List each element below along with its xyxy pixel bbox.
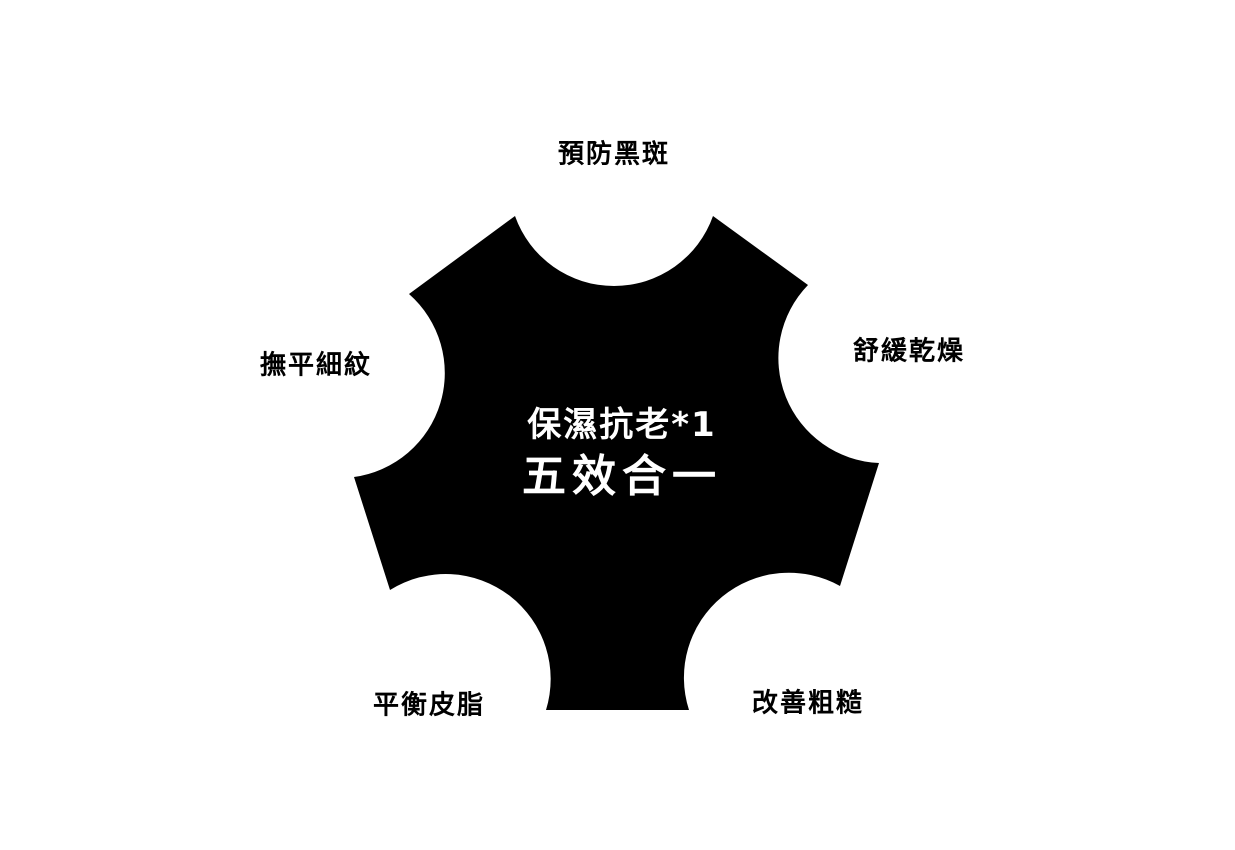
benefit-label-top: 預防黑斑 xyxy=(557,139,671,170)
center-title: 保濕抗老*1 五效合一 xyxy=(522,403,722,507)
center-title-line2: 五效合一 xyxy=(522,451,722,502)
center-title-line1: 保濕抗老*1 xyxy=(527,405,717,445)
benefit-label-right: 舒緩乾燥 xyxy=(852,336,966,367)
benefit-label-left: 撫平細紋 xyxy=(259,350,373,381)
benefit-label-bottom-left: 平衡皮脂 xyxy=(372,690,486,721)
benefit-label-bottom-right: 改善粗糙 xyxy=(751,688,865,719)
pentagon-body xyxy=(354,216,879,710)
